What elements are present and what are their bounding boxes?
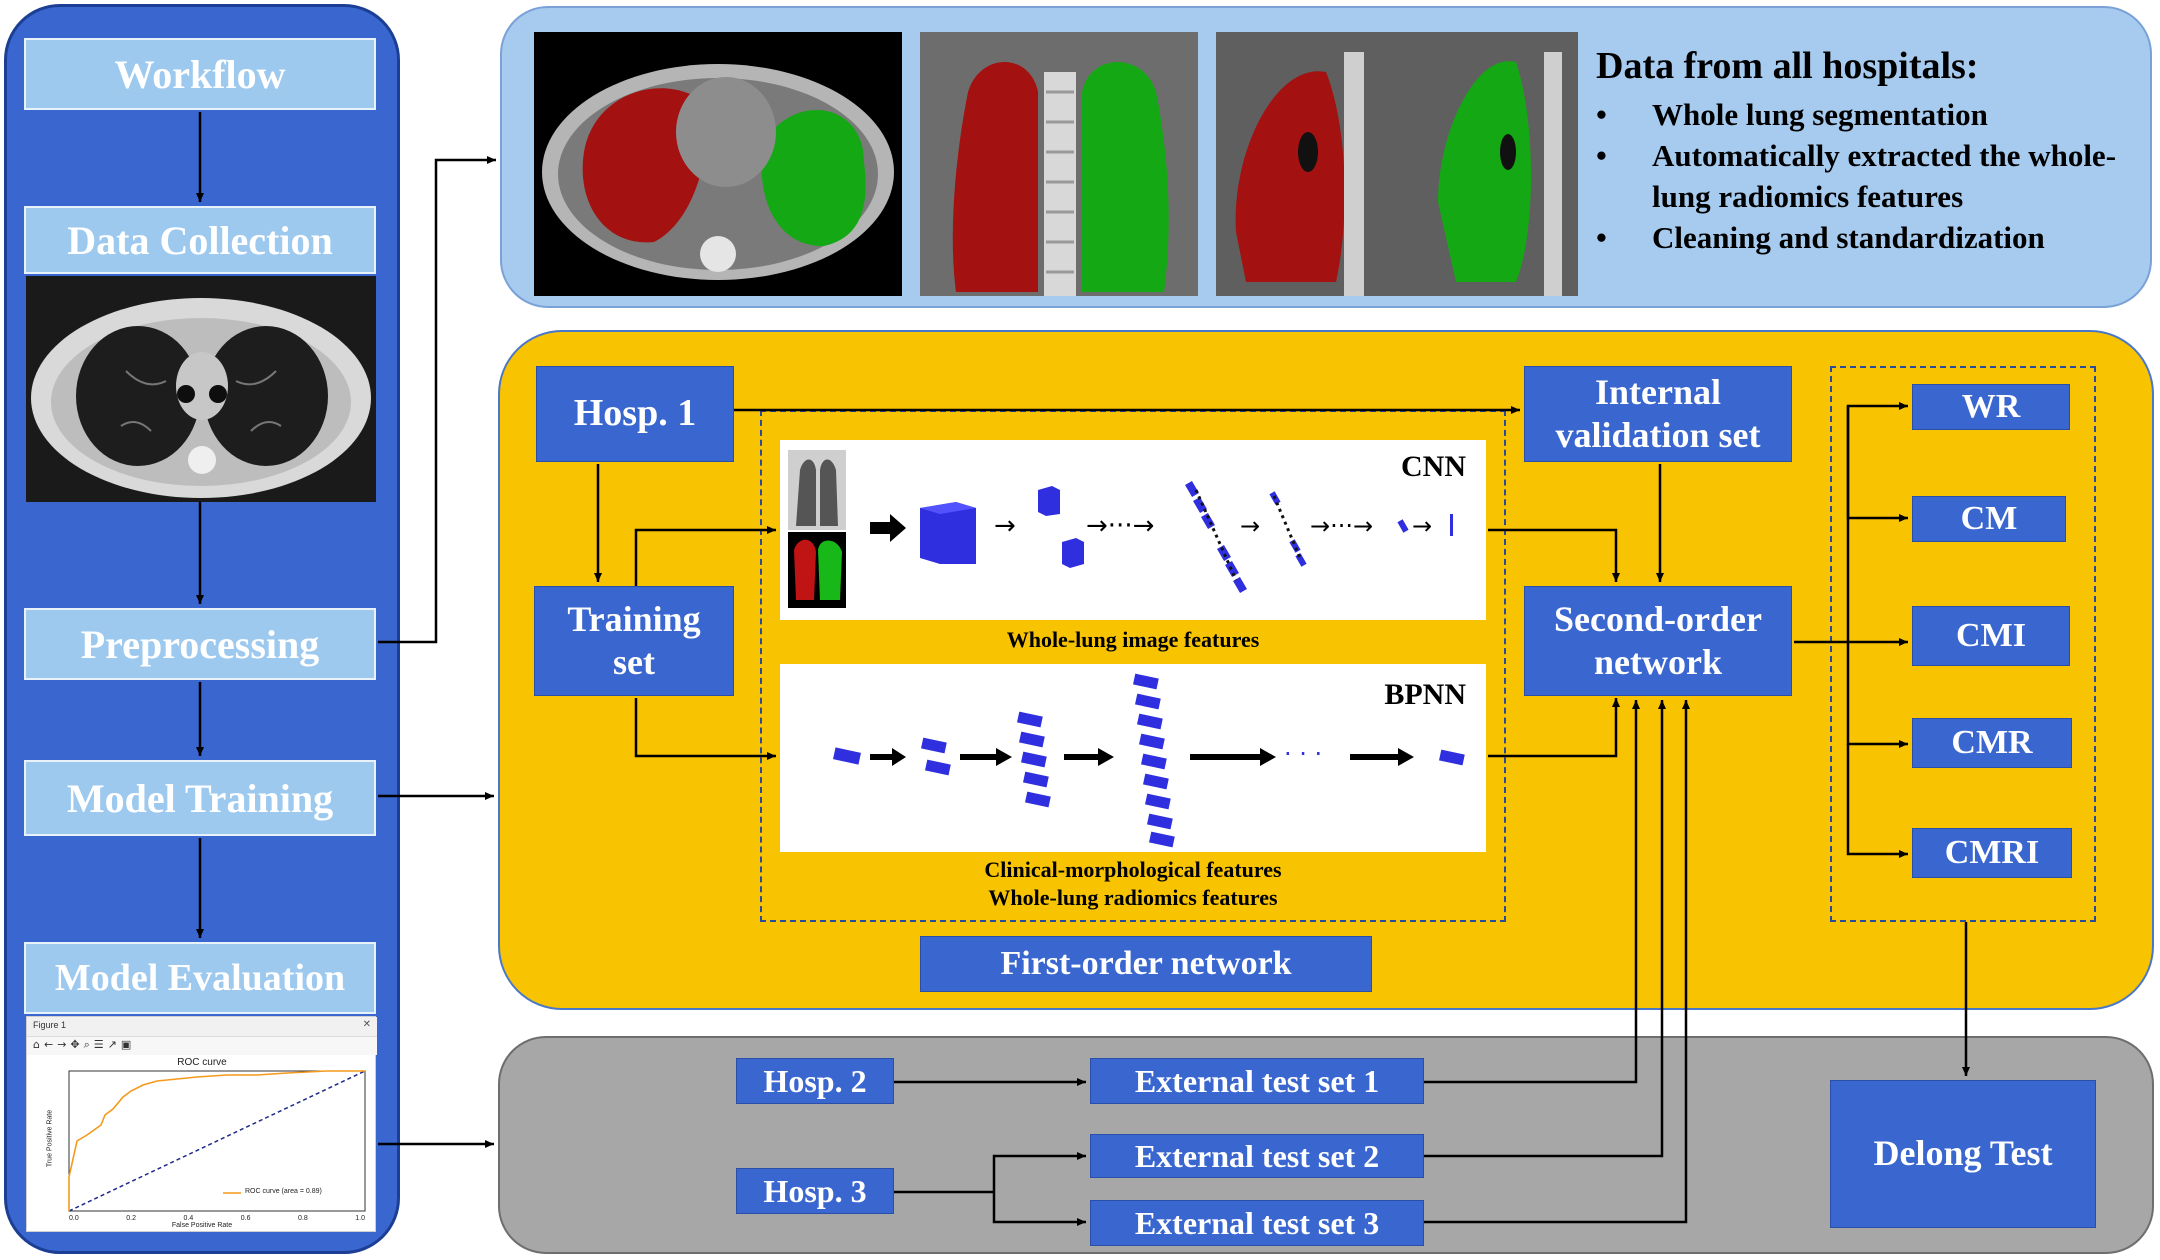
bullet-item: • Cleaning and standardization: [1596, 217, 2144, 258]
bullet-text: Automatically extracted the whole-lung r…: [1652, 138, 2117, 214]
external-test-set-3: External test set 3: [1090, 1200, 1424, 1246]
step-model-training: Model Training: [24, 760, 376, 836]
bullet-item: • Automatically extracted the whole-lung …: [1596, 135, 2144, 217]
bullet-dot: •: [1596, 97, 1607, 132]
roc-x-tick: 0.2: [126, 1215, 136, 1222]
roc-x-tick: 0.8: [298, 1215, 308, 1222]
bullet-text: Cleaning and standardization: [1652, 220, 2045, 255]
cnn-label: CNN: [1401, 450, 1466, 483]
models-dashed-group: [1830, 366, 2096, 922]
roc-x-tick: 0.0: [69, 1215, 79, 1222]
radiomics-caption: Whole-lung radiomics features: [988, 885, 1278, 910]
roc-x-tick: 1.0: [355, 1215, 365, 1222]
workflow-title: Workflow: [24, 38, 376, 110]
svg-text:→···→: →···→: [1310, 512, 1373, 540]
hosp3-box: Hosp. 3: [736, 1168, 894, 1214]
hosp2-box: Hosp. 2: [736, 1058, 894, 1104]
close-icon[interactable]: ✕: [362, 1019, 371, 1030]
roc-curve-graphic: [68, 1070, 366, 1212]
model-cmr: CMR: [1912, 718, 2072, 768]
svg-text:→···→: →···→: [1086, 511, 1154, 541]
axial-lung-graphic: [542, 64, 894, 280]
step-model-evaluation: Model Evaluation: [24, 942, 376, 1014]
bullet-item: • Whole lung segmentation: [1596, 94, 2144, 135]
bpnn-architecture-graphic: · · ·: [833, 673, 1465, 848]
model-cmi: CMI: [1912, 606, 2070, 666]
sagittal-lung-graphic: [1216, 32, 1578, 296]
bpnn-label: BPNN: [1384, 678, 1466, 711]
image-features-caption: Whole-lung image features: [1006, 627, 1260, 652]
external-test-set-1: External test set 1: [1090, 1058, 1424, 1104]
toolbar-icons[interactable]: ⌂←→✥⌕☰↗▣: [33, 1038, 136, 1051]
model-cmri: CMRI: [1912, 828, 2072, 878]
model-wr: WR: [1912, 384, 2070, 430]
roc-toolbar: ⌂←→✥⌕☰↗▣: [27, 1037, 377, 1055]
roc-chart-title: ROC curve: [177, 1057, 227, 1068]
training-set-box: Training set: [534, 586, 734, 696]
svg-text:→: →: [994, 511, 1016, 541]
model-cm: CM: [1912, 496, 2066, 542]
cnn-panel: CNN → →···→: [780, 440, 1486, 620]
hosp1-box: Hosp. 1: [536, 366, 734, 462]
chest-ct-image: [26, 276, 376, 502]
bullet-text: Whole lung segmentation: [1652, 97, 1988, 132]
roc-x-tick: 0.4: [183, 1215, 194, 1222]
roc-x-tick: 0.6: [240, 1215, 251, 1222]
external-test-set-2: External test set 2: [1090, 1134, 1424, 1178]
cnn-architecture-graphic: → →···→ → →···→ →: [788, 450, 1453, 608]
step-preprocessing: Preprocessing: [24, 608, 376, 680]
chest-ct-graphic: [31, 298, 371, 498]
step-data-collection: Data Collection: [24, 206, 376, 274]
bullet-dot: •: [1596, 220, 1607, 255]
delong-test-box: Delong Test: [1830, 1080, 2096, 1228]
roc-window-title: Figure 1: [33, 1020, 67, 1030]
data-panel-heading: Data from all hospitals:: [1596, 45, 1979, 87]
svg-text:→: →: [1240, 512, 1260, 540]
internal-validation-box: Internal validation set: [1524, 366, 1792, 462]
roc-legend: ROC curve (area = 0.89): [245, 1188, 322, 1195]
clinical-caption: Clinical-morphological features: [984, 857, 1282, 882]
bullet-dot: •: [1596, 138, 1607, 173]
roc-x-ticks: 0.0 0.2 0.4 0.6 0.8 1.0: [69, 1215, 365, 1222]
coronal-lung-graphic: [920, 32, 1198, 296]
second-order-network-box: Second-order network: [1524, 586, 1792, 696]
first-order-network-label: First-order network: [920, 936, 1372, 992]
roc-window: Figure 1 ✕ ⌂←→✥⌕☰↗▣ ROC curve ROC curve …: [26, 1016, 377, 1232]
data-panel-bullets: • Whole lung segmentation • Automatically …: [1596, 94, 2144, 258]
roc-window-titlebar: Figure 1 ✕: [27, 1017, 377, 1037]
bpnn-panel: BPNN: [780, 664, 1486, 852]
svg-text:· · ·: · · ·: [1284, 740, 1322, 768]
roc-xlabel: False Positive Rate: [171, 1222, 233, 1229]
svg-text:→: →: [1412, 512, 1432, 540]
axial-segmentation-image: [534, 32, 902, 296]
coronal-segmentation-image: [920, 32, 1198, 296]
sagittal-segmentation-image: [1216, 32, 1578, 296]
